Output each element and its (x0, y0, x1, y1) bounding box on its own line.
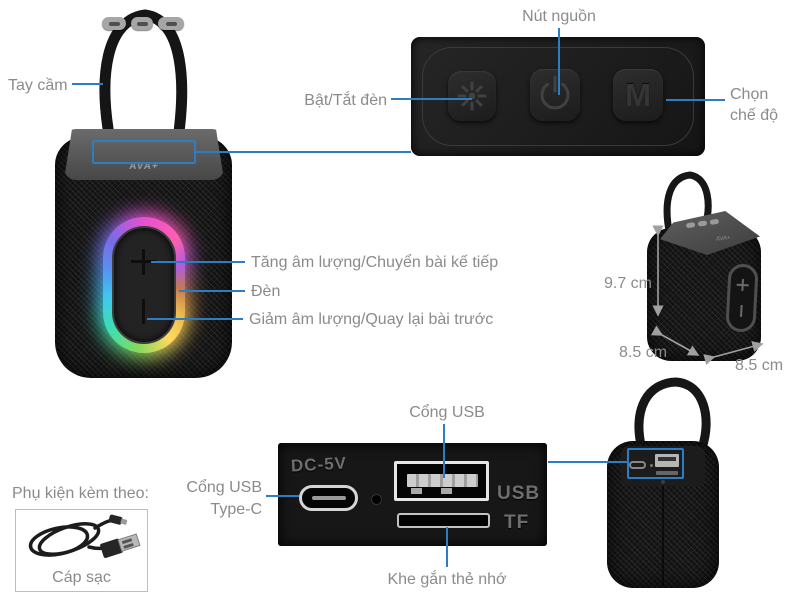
callout-line-handle (72, 83, 103, 85)
button-glyph (165, 21, 177, 26)
back-ports-strip (621, 446, 705, 486)
dimension-arrows (650, 225, 764, 365)
speaker-top-button-2 (131, 17, 153, 30)
back-tf-slot (656, 471, 678, 475)
callout-line-light (179, 290, 245, 292)
back-mic-hole (650, 464, 653, 467)
front-speaker-handle (99, 9, 188, 149)
callout-line-back-ports (548, 461, 627, 463)
handle-label: Tay cầm (8, 77, 68, 94)
volume-down-icon (142, 299, 145, 324)
volume-rocker (112, 226, 176, 344)
charging-cable-image (28, 514, 141, 559)
tf-card-slot (397, 513, 490, 528)
back-screw (660, 479, 666, 485)
memory-slot-label: Khe gắn thẻ nhớ (387, 571, 507, 588)
callout-line-volume-down (147, 318, 243, 320)
light-toggle-label: Bật/Tắt đèn (304, 92, 387, 109)
callout-line-type-c (266, 495, 299, 497)
mic-hole (371, 494, 382, 505)
dc5v-engraving: DC-5V (290, 453, 348, 476)
callout-line-power (558, 28, 560, 95)
front-speaker-top-cap (64, 129, 224, 180)
accessories-title: Phụ kiện kèm theo: (12, 485, 149, 502)
back-usb-c-port (629, 461, 646, 469)
back-speaker-handle (634, 377, 711, 454)
size-speaker-handle (663, 171, 712, 238)
button-glyph (136, 21, 148, 26)
ports-closeup: DC-5V USB TF (278, 443, 547, 546)
callout-line-top-buttons (196, 151, 411, 153)
usb-port-label: Cổng USB (409, 404, 485, 421)
power-label: Nút nguồn (522, 8, 596, 25)
width-arrow (703, 341, 764, 365)
light-label: Đèn (251, 283, 281, 300)
cable-label: Cáp sạc (52, 569, 111, 586)
mode-button-letter: M (625, 77, 651, 112)
button-glyph (108, 21, 120, 26)
usb-a-pin (441, 488, 452, 494)
usb-c-pin (311, 496, 346, 500)
mode-label: Chọn chế độ (730, 86, 779, 124)
callout-line-volume-up (151, 261, 245, 263)
callout-line-mode (666, 99, 725, 101)
top-buttons-highlight (92, 140, 196, 164)
depth-dimension: 8.5 cm (619, 344, 668, 361)
speaker-top-button-1 (102, 17, 126, 30)
volume-up-icon (142, 249, 145, 275)
back-usb-a-port (655, 454, 679, 467)
sun-icon (457, 81, 487, 111)
power-icon (540, 75, 570, 110)
power-button (530, 69, 580, 121)
tf-engraving: TF (504, 512, 530, 533)
usb-a-port (394, 461, 489, 501)
callout-line-usb (443, 424, 445, 478)
callout-line-memory (446, 527, 448, 567)
height-dimension: 9.7 cm (603, 275, 652, 292)
callout-line-light-toggle (391, 98, 472, 100)
accessory-box: Cáp sạc (15, 509, 148, 592)
usb-c-port (299, 485, 358, 511)
mode-button: M (613, 69, 663, 121)
volume-up-label: Tăng âm lượng/Chuyển bài kế tiếp (251, 254, 499, 271)
usb-a-pin (411, 488, 422, 494)
back-seam (662, 486, 664, 586)
light-toggle-button (448, 71, 496, 121)
width-dimension: 8.5 cm (735, 357, 784, 374)
volume-down-label: Giảm âm lượng/Quay lại bài trước (249, 311, 494, 328)
depth-arrow (650, 325, 700, 356)
speaker-top-button-3 (158, 17, 184, 30)
usb-a-tongue (407, 474, 478, 487)
usb-engraving: USB (497, 483, 541, 504)
usb-type-c-label: Cổng USB Type-C (186, 479, 262, 518)
back-ports-highlight (627, 448, 684, 479)
